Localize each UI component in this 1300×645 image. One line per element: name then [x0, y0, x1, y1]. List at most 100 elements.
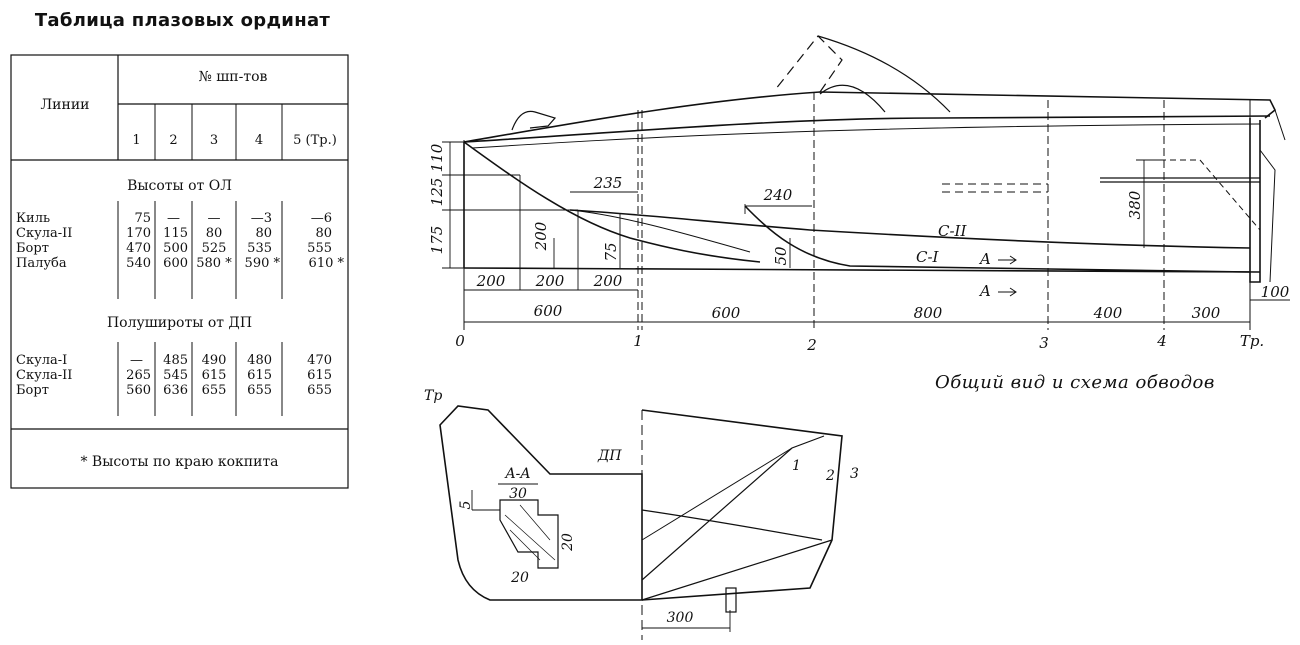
table-cell: 265 — [126, 368, 151, 383]
table-cell: 525 — [201, 241, 227, 256]
steering-bar — [1100, 177, 1260, 183]
windshield-arc — [817, 35, 951, 113]
windshield-dashed — [774, 35, 843, 93]
deck-line — [463, 91, 1277, 143]
table-cell: 615 — [201, 368, 227, 383]
height-dim-125: 125 — [428, 178, 446, 207]
table-cell: 545 — [163, 368, 188, 383]
body-bottom-dim: 300 — [667, 610, 694, 626]
table-cell: 600 — [163, 256, 188, 271]
table-cell: 590 * — [244, 256, 280, 271]
body-station-label-1: 1 — [792, 458, 801, 474]
section-arrows — [998, 255, 1017, 297]
table-cell: 655 — [307, 383, 332, 398]
bottom-line — [641, 539, 833, 601]
col-header-1: 1 — [132, 133, 141, 148]
row-name: Киль — [16, 211, 51, 226]
sheer-line — [463, 115, 1271, 143]
station-label-2: 2 — [806, 336, 817, 354]
motor-dashed — [1160, 159, 1261, 231]
height-dim-110: 110 — [428, 143, 446, 172]
col-header-4: 4 — [254, 133, 264, 148]
rub-rail — [471, 123, 1261, 149]
station-label-3: 3 — [1039, 334, 1049, 352]
station-lines — [463, 92, 1251, 330]
spacing-dim-1: 600 — [534, 302, 563, 320]
station-label-1: 1 — [633, 332, 643, 350]
row-name: Палуба — [16, 256, 67, 271]
transom-outline — [439, 405, 643, 601]
section-a-a-detail — [499, 499, 559, 569]
arrow-a-bottom — [998, 287, 1017, 297]
table-cell: 80 — [205, 226, 223, 241]
table-cell: 170 — [126, 226, 151, 241]
table-cell: — — [207, 211, 221, 226]
table-cell: 555 — [307, 241, 332, 256]
heights-section-title: Высоты от ОЛ — [127, 178, 232, 194]
ordinate-table: Линии № шп-тов 1 2 3 4 5 (Тр.) Высоты от… — [10, 54, 350, 490]
table-cell: 485 — [163, 353, 188, 368]
section-mark-a-top: A — [978, 250, 991, 268]
chine-II — [569, 209, 1251, 249]
station-label-0: 0 — [455, 332, 465, 350]
station-label-4: 4 — [1156, 332, 1167, 350]
bottom-dim-2: 200 — [535, 272, 565, 290]
dim-240: 240 — [763, 186, 793, 204]
profile-view — [463, 35, 1286, 283]
table-cell: 560 — [126, 383, 151, 398]
keel-curve — [569, 209, 751, 253]
table-cell: 615 — [307, 368, 332, 383]
table-cell: 580 * — [196, 256, 232, 271]
centerline-label: ДП — [597, 448, 622, 464]
row-name: Борт — [16, 241, 49, 256]
header-lines: Линии — [40, 97, 90, 113]
height-dim-175: 175 — [428, 226, 446, 255]
spacing-dim-2: 600 — [712, 304, 741, 322]
table-footnote: * Высоты по краю кокпита — [80, 454, 279, 470]
dim-200: 200 — [532, 221, 550, 251]
profile-labels: 200 200 200 600 600 800 400 300 100 110 … — [428, 143, 1290, 354]
row-name: Борт — [16, 383, 49, 398]
table-cell: — — [167, 211, 180, 226]
table-cell: —6 — [310, 211, 332, 226]
table-grid — [10, 54, 349, 489]
chine-label-I: С-I — [916, 248, 940, 266]
base-line — [463, 267, 1261, 273]
section-dim-20-right: 20 — [560, 533, 576, 552]
body-plan — [439, 405, 843, 640]
drawing-caption: Общий вид и схема обводов — [935, 372, 1215, 393]
table-cell: — — [130, 353, 143, 368]
row-name: Скула-II — [16, 226, 73, 241]
dim-380: 380 — [1126, 190, 1144, 219]
table-cell: 115 — [163, 226, 188, 241]
table-cell: 535 — [247, 241, 272, 256]
bottom-dim-1: 200 — [476, 272, 506, 290]
spacing-dim-3: 800 — [914, 304, 943, 322]
transom-top — [1274, 109, 1286, 141]
table-cell: 470 — [126, 241, 151, 256]
boat-drawing: 200 200 200 600 600 800 400 300 100 110 … — [424, 35, 1290, 640]
dim-50: 50 — [772, 246, 790, 266]
table-cell: 490 — [201, 353, 227, 368]
table-cell: 500 — [163, 241, 188, 256]
cockpit-curve — [819, 84, 886, 113]
table-cell: 615 — [247, 368, 272, 383]
seat-dashed — [942, 183, 1048, 193]
table-cell: 540 — [126, 256, 151, 271]
station-2-curve — [641, 447, 793, 541]
section-dim-20-bottom: 20 — [510, 570, 529, 586]
dim-75: 75 — [602, 242, 620, 261]
table-cell: 80 — [255, 226, 272, 241]
table-cell: 610 * — [308, 256, 344, 271]
chine-I — [744, 205, 1251, 273]
body-plan-labels: Тр ДП A-A 30 5 20 20 1 2 3 300 — [424, 388, 859, 626]
chine-label-II: С-II — [938, 222, 967, 240]
bottom-dim-3: 200 — [593, 272, 623, 290]
section-label: A-A — [504, 466, 531, 482]
half-section-outline — [641, 409, 843, 601]
transom-label: Тр — [424, 388, 442, 404]
table-cell: 636 — [163, 383, 188, 398]
table-cell: —3 — [250, 211, 272, 226]
section-hatching — [504, 504, 556, 561]
section-dim-30: 30 — [509, 486, 527, 502]
